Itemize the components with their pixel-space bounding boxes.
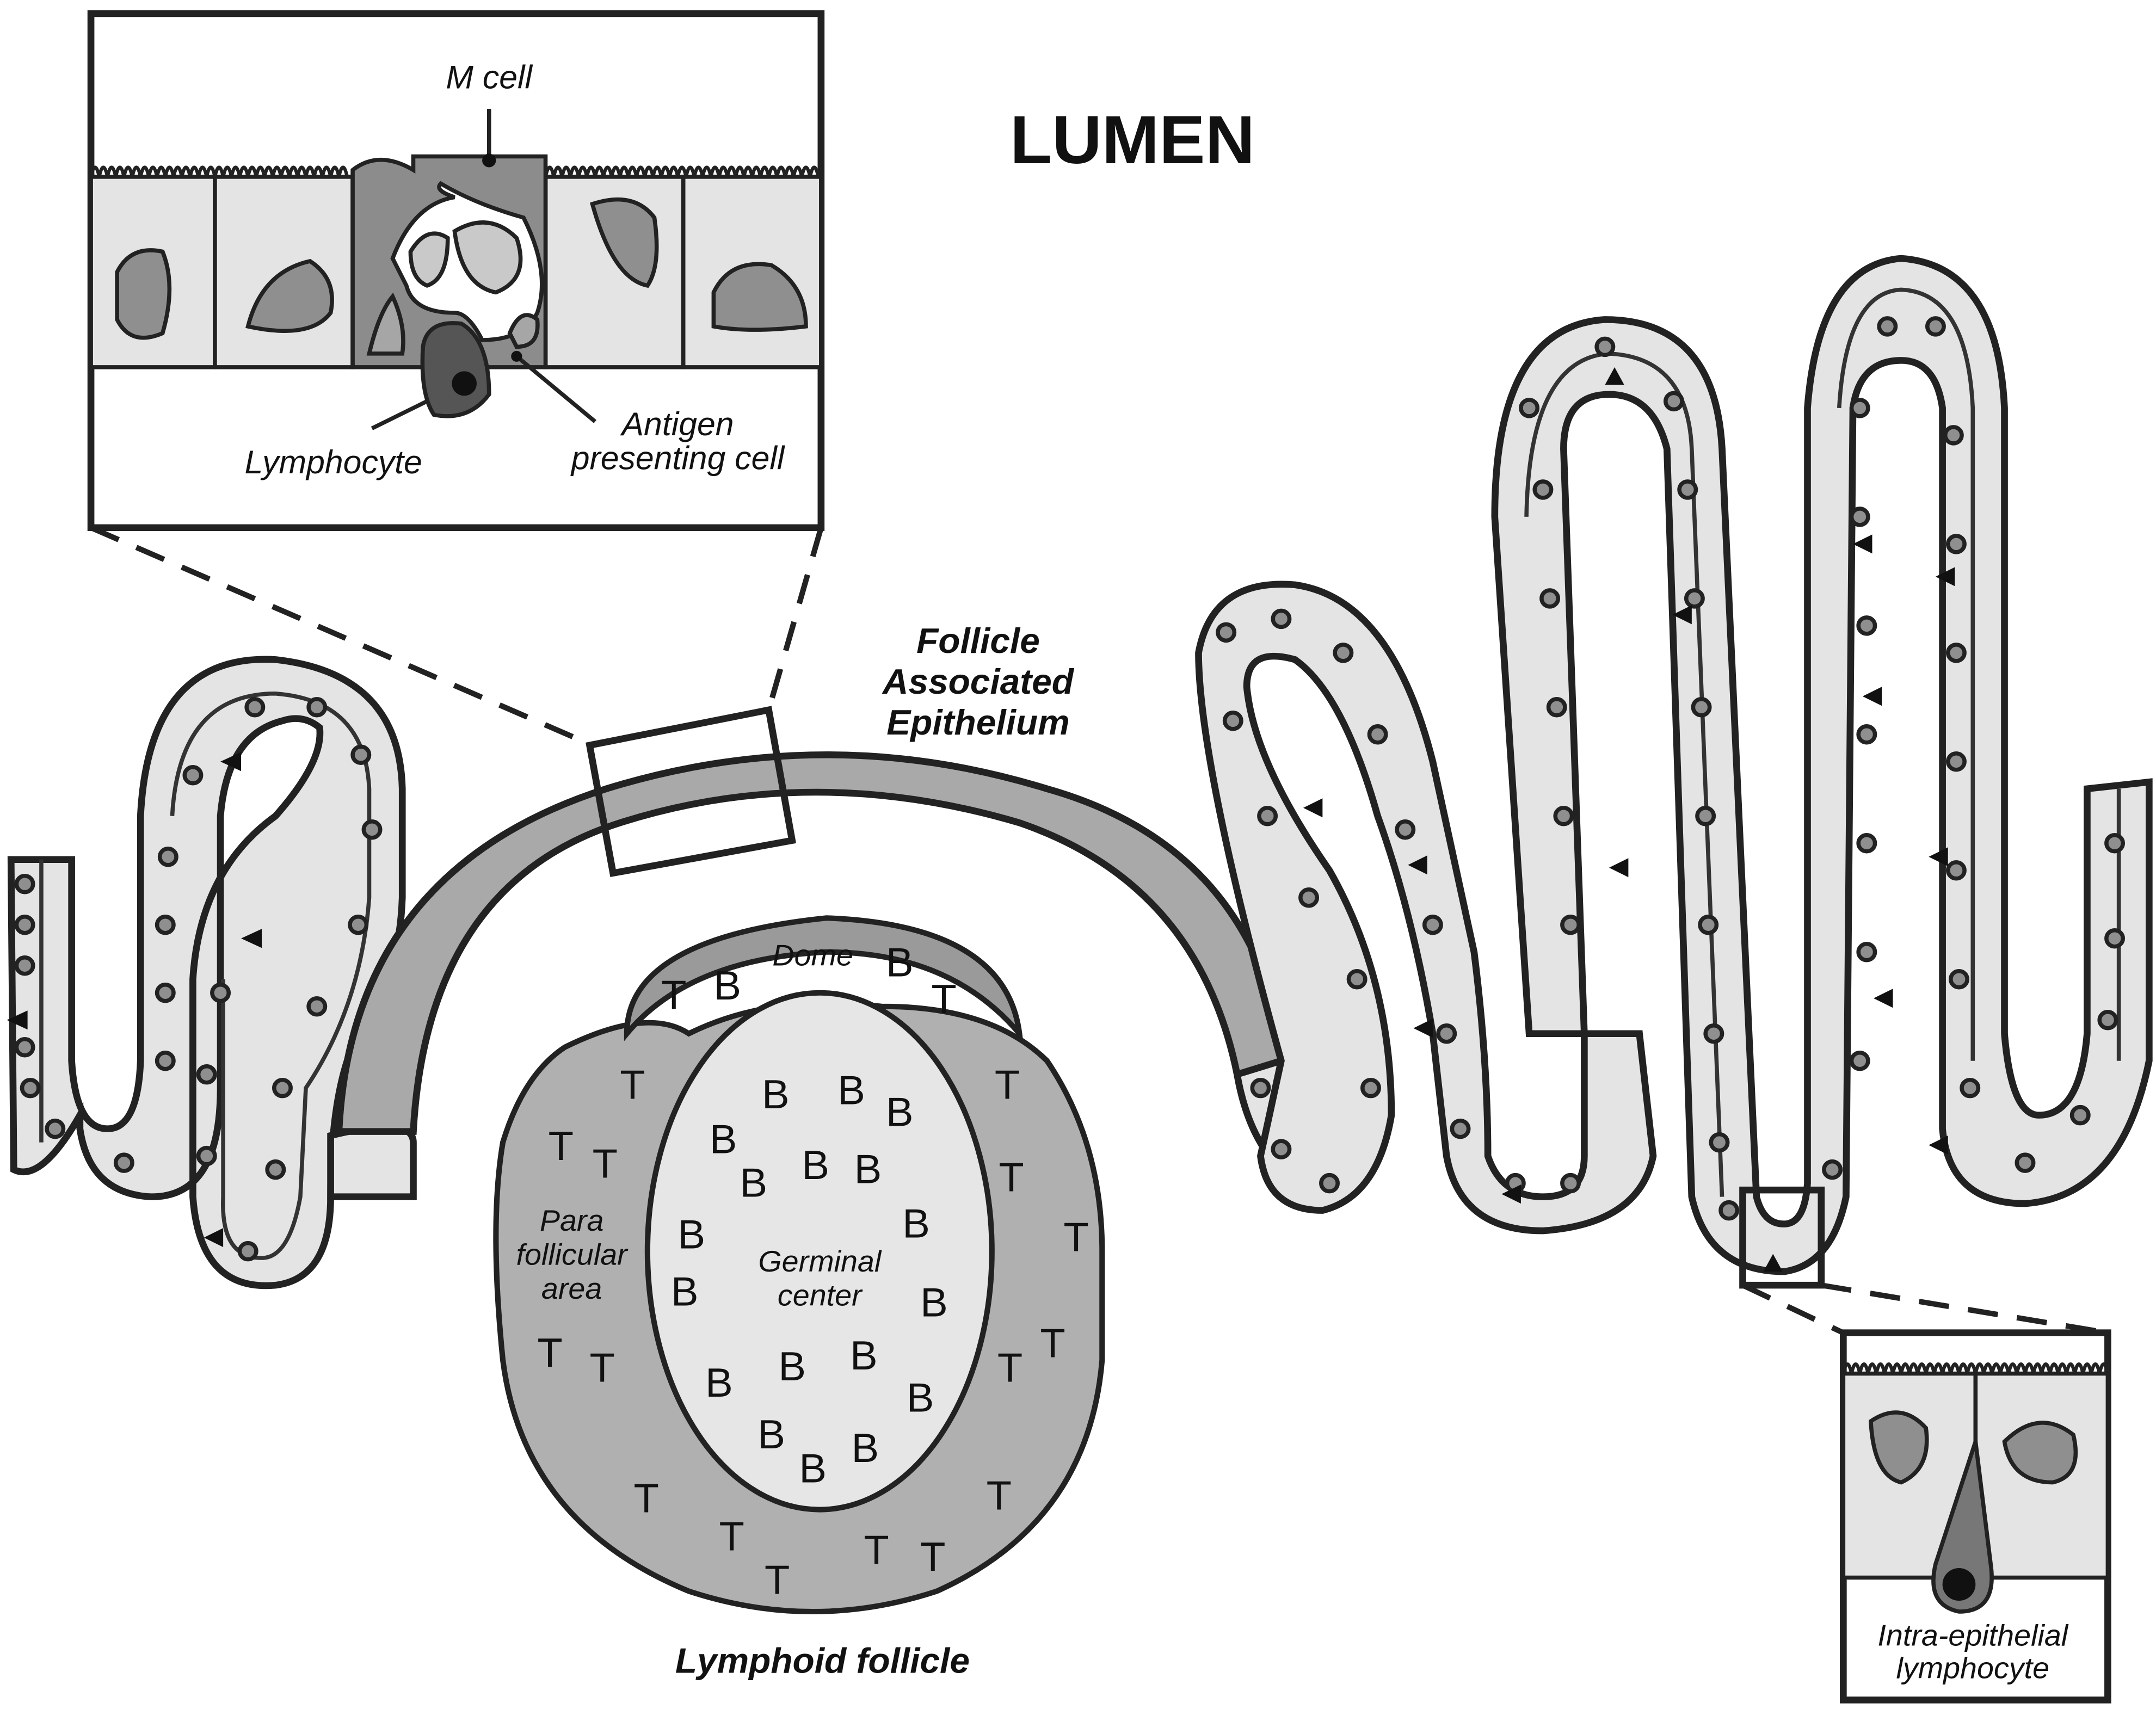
germinal-center — [644, 990, 995, 1513]
t-cell: T — [997, 1345, 1022, 1390]
t-cell: T — [634, 1476, 659, 1521]
para-label-1: Para — [540, 1204, 604, 1237]
intraepithelial-lymphocyte — [1931, 1441, 1994, 1614]
t-cell: T — [995, 1062, 1020, 1107]
fae-label: Follicle Associated Epithelium — [882, 621, 1075, 742]
t-cell: T — [537, 1330, 562, 1375]
b-cell: B — [678, 1212, 706, 1257]
t-cell: T — [987, 1473, 1012, 1518]
b-cell: B — [740, 1160, 767, 1205]
b-cell: B — [671, 1269, 699, 1314]
left-villus-iel-4 — [204, 1228, 224, 1248]
antigen-label-1: Antigen — [620, 405, 734, 442]
b-cell: B — [854, 1146, 882, 1192]
t-cell: T — [920, 1534, 945, 1579]
right-villi-nuclei — [1216, 316, 2126, 1221]
iel-inset: Intra-epithelial lymphocyte — [1739, 1186, 2111, 1704]
lymphocyte-cell — [420, 321, 491, 418]
t-cell: T — [1040, 1320, 1065, 1366]
left-villus-iel-2 — [241, 929, 262, 948]
b-cell: B — [802, 1143, 829, 1188]
iel-label-1: Intra-epithelial — [1877, 1619, 2068, 1652]
b-cell: B — [762, 1072, 790, 1117]
svg-text:Associated: Associated — [882, 662, 1075, 701]
b-cell: B — [705, 1360, 733, 1405]
b-cell: B — [902, 1201, 930, 1246]
right-villi — [1195, 255, 2153, 1275]
germinal-label-2: center — [778, 1279, 863, 1312]
b-cell: B — [852, 1426, 879, 1471]
b-cell: B — [799, 1446, 827, 1491]
m-cell-inset: M cell Lymphocyte Antigen presenting cel… — [87, 10, 825, 878]
b-cells: B B B B B B B B B B B B B B B B B B B B — [671, 940, 948, 1491]
t-cell: T — [661, 972, 686, 1017]
t-cell: T — [590, 1345, 615, 1390]
b-cell: B — [907, 1375, 934, 1420]
t-cell: T — [765, 1557, 790, 1602]
dome — [624, 915, 1024, 1043]
t-cell: T — [931, 977, 956, 1022]
b-cell: B — [886, 940, 914, 985]
left-villus-iel-3 — [220, 752, 242, 772]
right-villi-iel — [1303, 798, 1323, 818]
t-cell: T — [719, 1514, 744, 1559]
svg-text:Epithelium: Epithelium — [886, 702, 1069, 742]
dome-label: Dome — [772, 939, 853, 972]
lumen-title: LUMEN — [1010, 102, 1255, 178]
antigen-label-2: presenting cell — [570, 440, 785, 477]
lymphoid-follicle-label: Lymphoid follicle — [675, 1641, 970, 1681]
t-cell: T — [620, 1062, 645, 1107]
b-cell: B — [757, 1412, 785, 1457]
b-cell: B — [886, 1089, 914, 1134]
svg-text:Follicle: Follicle — [916, 621, 1040, 661]
b-cell: B — [920, 1280, 948, 1325]
left-villus — [7, 656, 406, 1289]
para-label-3: area — [541, 1272, 602, 1305]
b-cell: B — [850, 1333, 878, 1378]
t-cell: T — [864, 1527, 889, 1572]
t-cell: T — [1063, 1214, 1088, 1260]
b-cell: B — [710, 1116, 737, 1162]
t-cell: T — [999, 1155, 1024, 1200]
b-cell: B — [837, 1067, 865, 1113]
m-cell-label: M cell — [446, 59, 533, 96]
iel-zoom-box — [1739, 1186, 1825, 1289]
fae-zoom-box — [586, 706, 797, 878]
lymphocyte-label: Lymphocyte — [244, 443, 422, 480]
t-cell: T — [593, 1141, 618, 1186]
b-cell: B — [713, 963, 741, 1008]
germinal-label-1: Germinal — [758, 1244, 882, 1278]
t-cells: T T T T T T T T T T T T T T T T T T — [537, 972, 1088, 1602]
para-label-2: follicular — [516, 1238, 629, 1272]
left-villus-iel-1 — [7, 1010, 28, 1030]
t-cell: T — [549, 1124, 574, 1169]
iel-label-2: lymphocyte — [1896, 1651, 2049, 1685]
left-villus-nuclei — [14, 697, 383, 1262]
b-cell: B — [778, 1344, 806, 1389]
lymphoid-follicle: Dome Para follicular area Germinal cente… — [493, 915, 1105, 1681]
